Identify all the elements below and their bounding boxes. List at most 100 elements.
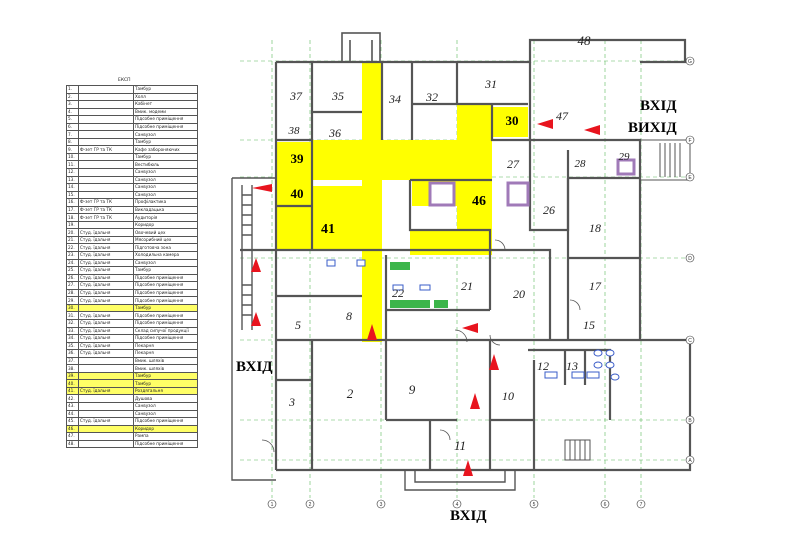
- room-number: 30: [506, 113, 519, 128]
- axis-marker: [267, 499, 277, 509]
- arrow-icon: [463, 460, 473, 476]
- zone-41: [276, 186, 366, 250]
- axis-letter: C: [688, 338, 692, 344]
- entrance-right-label: ВХІД: [640, 98, 677, 114]
- axis-number: 7: [640, 502, 643, 508]
- room-number: 27: [507, 157, 520, 171]
- axis-letter: G: [688, 59, 692, 65]
- arrow-icon: [251, 258, 261, 272]
- axis-marker: [685, 253, 695, 263]
- room-number: 11: [454, 438, 466, 453]
- zone-39: [276, 142, 312, 176]
- arrow-icon: [367, 324, 377, 340]
- axis-letter: A: [688, 458, 692, 464]
- axis-letter: B: [688, 418, 692, 424]
- room-number: 21: [461, 279, 473, 293]
- zone-30: [492, 107, 528, 137]
- room-number: 26: [543, 203, 555, 217]
- flow-arrows: [251, 119, 600, 476]
- axis-marker: [685, 455, 695, 465]
- axis-marker: [600, 499, 610, 509]
- room-number: 38: [288, 125, 301, 137]
- entrance-left-label: ВХІД: [236, 359, 273, 375]
- room-number: 41: [321, 222, 335, 237]
- arrow-icon: [251, 312, 261, 326]
- axis-marker: [685, 56, 695, 66]
- arrow-icon: [537, 119, 553, 129]
- axis-number: 1: [271, 502, 274, 508]
- room-number: 48: [578, 33, 592, 48]
- top-stair: [341, 32, 381, 63]
- room-number: 37: [289, 89, 303, 103]
- axis-letter: F: [688, 138, 691, 144]
- axis-marker: [685, 335, 695, 345]
- room-number: 32: [425, 90, 438, 104]
- zone-corridor-vertical: [362, 62, 382, 342]
- axis-number: 4: [456, 502, 459, 508]
- room-number: 22: [392, 286, 404, 300]
- exit-right-label: ВИХІД: [628, 120, 677, 136]
- door-swings: [261, 239, 581, 453]
- room-number: 47: [556, 109, 569, 123]
- right-steps: [564, 139, 691, 461]
- room-number: 5: [295, 318, 301, 332]
- legend-cell-b: Підсобне приміщення: [133, 439, 198, 449]
- entrance-bottom-label: ВХІД: [450, 508, 487, 524]
- axis-number: 6: [604, 502, 607, 508]
- arrow-icon: [584, 125, 600, 135]
- room-number: 31: [484, 77, 497, 91]
- axis-marker: [529, 499, 539, 509]
- sanitary-fixtures: [326, 259, 620, 381]
- arrow-icon: [489, 354, 499, 370]
- arrow-icon: [470, 393, 480, 409]
- room-number: 17: [589, 279, 602, 293]
- room-number: 13: [566, 359, 578, 373]
- room-number: 12: [537, 359, 549, 373]
- axis-marker: [376, 499, 386, 509]
- axis-letters: G F E D C B A: [685, 56, 695, 465]
- room-number: 10: [502, 389, 514, 403]
- arrow-icon: [252, 184, 272, 192]
- room-number: 39: [291, 151, 305, 166]
- room-number: 15: [583, 318, 595, 332]
- legend-row: 48.Підсобне приміщення: [66, 439, 198, 449]
- room-number: 8: [346, 309, 352, 323]
- legend-title: ЕКСП: [118, 78, 131, 83]
- legend-row: 12.Санвузол: [66, 168, 198, 177]
- room-number: 35: [331, 89, 344, 103]
- room-number: 3: [288, 395, 295, 409]
- left-stair: [231, 177, 277, 481]
- room-number: 9: [409, 382, 416, 397]
- axis-number: 2: [309, 502, 312, 508]
- axis-marker: [452, 499, 462, 509]
- room-number: 34: [388, 92, 401, 106]
- room-number: 18: [589, 221, 601, 235]
- bottom-porch: [404, 470, 516, 491]
- axis-marker: [685, 415, 695, 425]
- room-number: 40: [291, 186, 304, 201]
- axis-letter: E: [688, 175, 692, 181]
- room-number: 29: [619, 151, 631, 163]
- axis-letter: D: [688, 256, 692, 262]
- axis-marker: [685, 172, 695, 182]
- room-number: 2: [347, 386, 354, 401]
- room-number: 46: [472, 194, 486, 209]
- axis-marker: [305, 499, 315, 509]
- arrow-icon: [462, 323, 478, 333]
- room-number: 20: [513, 287, 525, 301]
- axis-marker: [636, 499, 646, 509]
- room-number: 28: [575, 158, 587, 170]
- axis-number: 3: [380, 502, 383, 508]
- zone-46-lower: [410, 230, 490, 255]
- room-number: 36: [328, 126, 341, 140]
